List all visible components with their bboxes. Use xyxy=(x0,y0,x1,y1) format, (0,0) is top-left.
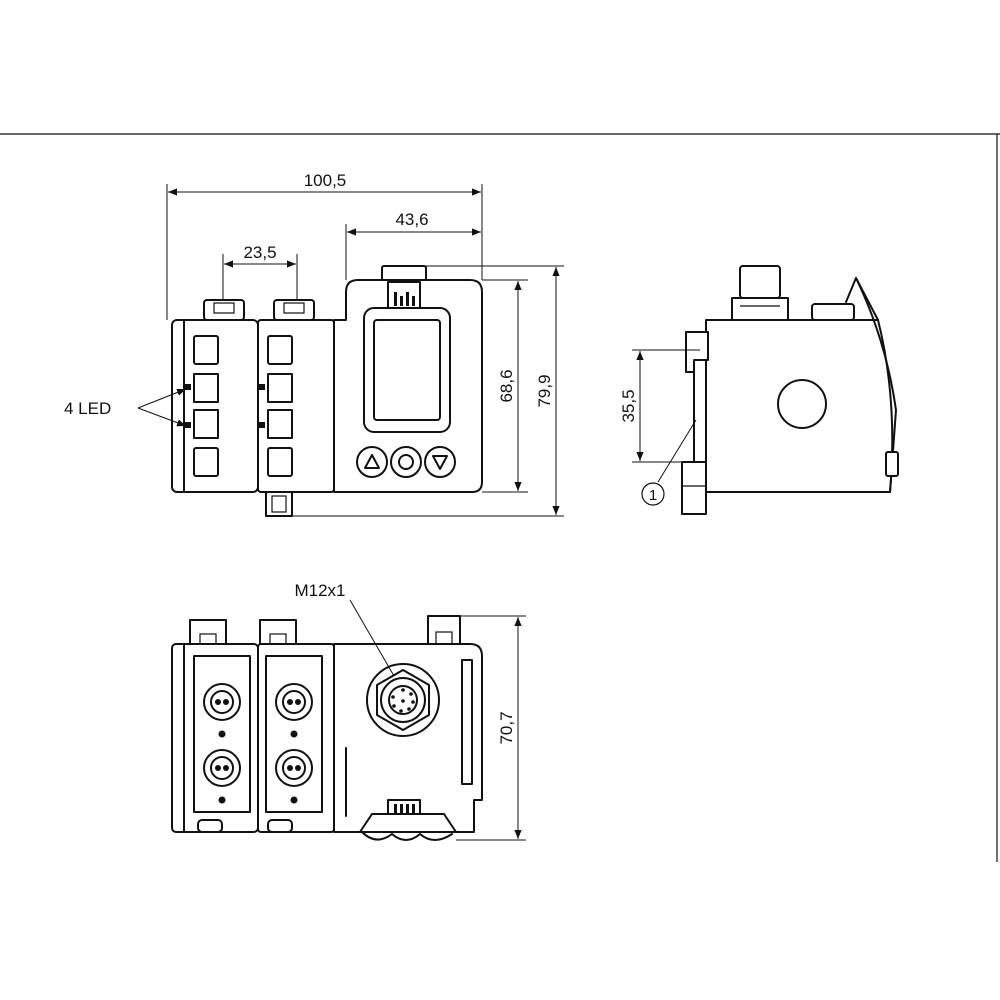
side-view: 35,5 1 xyxy=(619,265,899,515)
bottom-view: M12x1 70,7 xyxy=(171,581,526,841)
led-label: 4 LED xyxy=(64,399,111,418)
bottom-io-module-1 xyxy=(171,643,259,833)
dim-depth-label: 70,7 xyxy=(497,711,516,744)
display-module xyxy=(333,279,483,493)
bottom-io-module-2 xyxy=(257,643,335,833)
dim-depth: 70,7 xyxy=(456,615,526,841)
dim-display-width-label: 43,6 xyxy=(395,210,428,229)
dim-display-width: 43,6 xyxy=(345,210,481,280)
led-callout: 4 LED xyxy=(64,388,187,427)
dim-io-width-label: 23,5 xyxy=(243,243,276,262)
dim-rail-offset: 35,5 xyxy=(619,349,700,463)
dim-total-height-label: 79,9 xyxy=(535,374,554,407)
dim-overall-width: 100,5 xyxy=(166,171,483,320)
dim-io-width: 23,5 xyxy=(222,243,298,300)
callout-1: 1 xyxy=(641,419,697,506)
io-module-2 xyxy=(257,319,335,517)
m12-callout: M12x1 xyxy=(294,581,395,677)
front-view: 100,5 43,6 23,5 68,6 79,9 xyxy=(64,171,564,517)
dim-total-height: 79,9 xyxy=(292,265,564,517)
m12-label: M12x1 xyxy=(294,581,345,600)
dim-overall-width-label: 100,5 xyxy=(304,171,347,190)
io-module-1 xyxy=(171,319,259,493)
dim-rail-offset-label: 35,5 xyxy=(619,389,638,422)
dim-body-height-label: 68,6 xyxy=(497,369,516,402)
page-frame xyxy=(0,133,1000,862)
callout-1-label: 1 xyxy=(649,487,657,504)
bottom-main-module xyxy=(333,643,483,841)
dim-body-height: 68,6 xyxy=(482,279,528,493)
